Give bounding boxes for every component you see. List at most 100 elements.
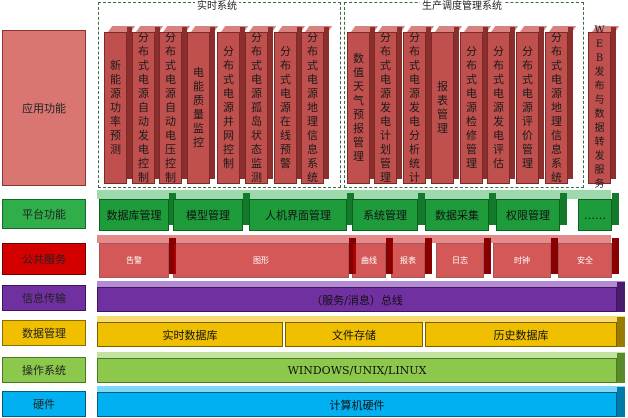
app-column-17[interactable]: WEB发布与数据转发服务 xyxy=(588,25,611,190)
platform-box-side xyxy=(489,193,496,225)
platform-box-3[interactable]: 人机界面管理 xyxy=(249,199,347,231)
platform-box-side xyxy=(347,193,354,225)
history-database: 历史数据库 xyxy=(425,322,617,347)
common-box-side xyxy=(484,238,491,274)
service-bus: （服务/消息）总线 xyxy=(97,287,617,312)
platform-box-2[interactable]: 模型管理 xyxy=(173,199,243,231)
app-column-15[interactable]: 分布式电源评价管理 xyxy=(516,32,539,184)
platform-box-side xyxy=(243,193,250,225)
app-column-label: WEB发布与数据转发服务 xyxy=(594,25,605,190)
app-column-side xyxy=(510,27,515,179)
app-column-side xyxy=(539,27,544,179)
app-column-7[interactable]: 分布式电源在线预警 xyxy=(274,32,297,184)
platform-box-5[interactable]: 数据采集 xyxy=(425,199,489,231)
app-column-label: 分布式电源孤岛状态监测 xyxy=(251,31,262,184)
common-box-2[interactable]: 图形 xyxy=(173,243,349,278)
app-column-label: 分布式电源地理信息系统 xyxy=(551,31,562,184)
app-column-3[interactable]: 分布式电源自动电压控制 xyxy=(159,31,182,184)
app-column-5[interactable]: 分布式电源并网控制 xyxy=(217,32,240,184)
computer-hardware: 计算机硬件 xyxy=(97,392,617,417)
app-column-2[interactable]: 分布式电源自动发电控制 xyxy=(132,31,155,184)
app-column-label: 报表管理 xyxy=(437,80,448,135)
app-column-side xyxy=(397,27,402,179)
app-column-label: 分布式电源自动电压控制 xyxy=(165,31,176,184)
app-column-13[interactable]: 分布式电源检修管理 xyxy=(460,32,483,184)
app-column-label: 分布式电源检修管理 xyxy=(466,45,477,170)
layer-label-app: 应用功能 xyxy=(2,30,86,186)
app-column-label: 分布式电源发电分析统计 xyxy=(409,31,420,184)
platform-box-1[interactable]: 数据库管理 xyxy=(99,199,169,231)
platform-box-4[interactable]: 系统管理 xyxy=(352,199,418,231)
app-column-side xyxy=(324,27,329,179)
app-column-label: 新能源功率预测 xyxy=(110,59,121,156)
app-column-label: 分布式电源发电评估 xyxy=(493,45,504,170)
app-column-side xyxy=(297,27,302,179)
info-side xyxy=(617,282,625,312)
file-storage: 文件存储 xyxy=(285,322,423,347)
app-column-side xyxy=(454,27,459,179)
platform-box-side xyxy=(169,193,176,225)
app-column-side xyxy=(426,27,431,179)
hw-top-strip xyxy=(97,386,625,393)
app-column-1[interactable]: 新能源功率预测 xyxy=(104,32,127,184)
realtime-group-title: 实时系统 xyxy=(195,0,239,12)
common-box-4[interactable]: 报表 xyxy=(391,243,425,278)
info-top-strip xyxy=(97,281,625,288)
layer-label-info: 信息传输 xyxy=(2,285,86,311)
layer-label-common: 公共服务 xyxy=(2,243,86,275)
app-column-label: 分布式电源并网控制 xyxy=(223,45,234,170)
app-column-label: 数值天气预报管理 xyxy=(353,52,364,163)
common-box-3[interactable]: 曲线 xyxy=(352,243,386,278)
app-column-12[interactable]: 报表管理 xyxy=(431,32,454,184)
data-top-strip xyxy=(97,316,625,323)
layer-label-platform: 平台功能 xyxy=(2,199,86,229)
platform-box-6[interactable]: 权限管理 xyxy=(496,199,560,231)
app-column-14[interactable]: 分布式电源发电评估 xyxy=(487,32,510,184)
layer-label-os: 操作系统 xyxy=(2,357,86,383)
common-box-side xyxy=(386,238,393,274)
app-column-10[interactable]: 分布式电源发电计划管理 xyxy=(374,31,397,184)
app-column-label: 分布式电源发电计划管理 xyxy=(380,31,391,184)
app-column-side xyxy=(210,27,215,179)
app-column-8[interactable]: 分布式电源地理信息系统 xyxy=(301,31,324,184)
app-column-side xyxy=(370,27,375,179)
common-box-6[interactable]: 时钟 xyxy=(493,243,551,278)
platform-box-side xyxy=(560,193,567,225)
app-column-label: 电能质量监控 xyxy=(193,66,204,149)
app-column-side xyxy=(611,27,616,179)
app-column-side xyxy=(127,27,132,179)
app-column-16[interactable]: 分布式电源地理信息系统 xyxy=(545,31,568,184)
common-box-5[interactable]: 日志 xyxy=(436,243,484,278)
app-column-side xyxy=(568,27,573,179)
platform-box-side xyxy=(418,193,425,225)
app-column-4[interactable]: 电能质量监控 xyxy=(187,32,210,184)
platform-box-side xyxy=(612,193,619,225)
app-column-11[interactable]: 分布式电源发电分析统计 xyxy=(403,31,426,184)
app-column-label: 分布式电源评价管理 xyxy=(522,45,533,170)
app-column-9[interactable]: 数值天气预报管理 xyxy=(347,32,370,184)
layer-label-hw: 硬件 xyxy=(2,391,86,417)
app-column-label: 分布式电源在线预警 xyxy=(280,45,291,170)
common-box-side xyxy=(551,238,558,274)
app-column-side xyxy=(240,27,245,179)
common-box-side xyxy=(425,238,432,274)
common-box-side xyxy=(612,238,619,274)
platform-top-strip xyxy=(97,190,611,199)
hw-side xyxy=(617,387,625,417)
app-column-label: 分布式电源自动发电控制 xyxy=(138,31,149,184)
dispatch-group-title: 生产调度管理系统 xyxy=(420,0,504,12)
layer-label-data: 数据管理 xyxy=(2,320,86,346)
data-side xyxy=(617,317,625,347)
platform-box-7[interactable]: …… xyxy=(578,199,612,231)
realtime-database: 实时数据库 xyxy=(97,322,283,347)
common-box-7[interactable]: 安全 xyxy=(558,243,612,278)
app-column-side xyxy=(483,27,488,179)
os-side xyxy=(617,353,625,383)
os-top-strip xyxy=(97,352,625,359)
app-column-side xyxy=(268,27,273,179)
common-box-1[interactable]: 告警 xyxy=(99,243,169,278)
app-column-6[interactable]: 分布式电源孤岛状态监测 xyxy=(245,31,268,184)
operating-system: WINDOWS/UNIX/LINUX xyxy=(97,358,617,383)
common-box-side xyxy=(169,238,176,274)
